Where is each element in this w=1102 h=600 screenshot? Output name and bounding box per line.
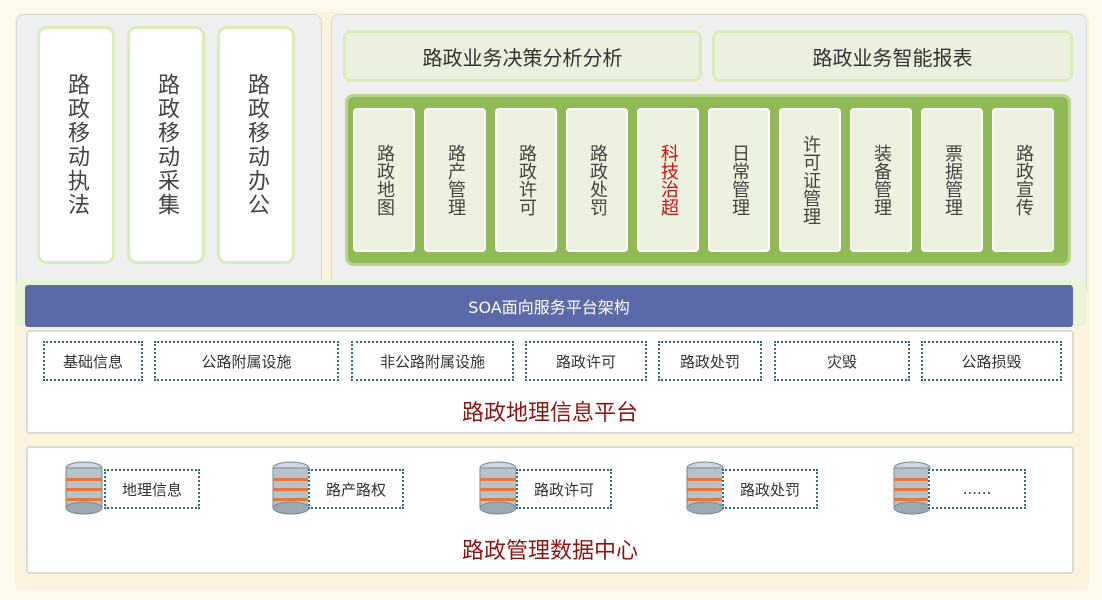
database-icon [686,461,724,515]
module-label: 路政许可 [516,144,537,216]
db-more[interactable]: ...... [928,469,1026,509]
mobile-card-label: 路政移动办公 [244,73,269,217]
gis-item-label: 非公路附属设施 [379,352,485,371]
data-center-title-text: 路政管理数据中心 [461,539,638,564]
db-label: 路政处罚 [739,480,800,499]
decision-analysis-bar[interactable]: 路政业务决策分析分析 [343,30,702,82]
decision-analysis-label: 路政业务决策分析分析 [422,45,623,70]
mobile-card-label: 路政移动执法 [64,73,89,217]
module-daily-management[interactable]: 日常管理 [708,108,770,252]
smart-report-bar[interactable]: 路政业务智能报表 [712,30,1073,82]
module-label: 装备管理 [871,144,892,216]
module-label: 日常管理 [729,144,750,216]
module-penalty[interactable]: 路政处罚 [566,108,628,252]
module-receipt-management[interactable]: 票据管理 [921,108,983,252]
module-road-map[interactable]: 路政地图 [353,108,415,252]
gis-item-non-road-facilities[interactable]: 非公路附属设施 [351,341,514,381]
module-equipment-management[interactable]: 装备管理 [850,108,912,252]
db-label: 路政许可 [533,480,594,499]
gis-item-disaster-damage[interactable]: 灾毁 [774,341,910,381]
db-label: 路产路权 [325,480,386,499]
database-icon [893,461,931,515]
gis-item-permit[interactable]: 路政许可 [525,341,647,381]
gis-item-road-facilities[interactable]: 公路附属设施 [154,341,339,381]
soa-bar[interactable]: SOA面向服务平台架构 [25,285,1073,327]
db-label: ...... [962,480,992,498]
db-penalty[interactable]: 路政处罚 [722,469,818,509]
gis-platform-title-text: 路政地理信息平台 [461,401,638,426]
module-label: 票据管理 [942,144,963,216]
db-permit[interactable]: 路政许可 [516,469,612,509]
gis-item-label: 基础信息 [62,352,123,371]
mobile-card-office[interactable]: 路政移动办公 [217,26,295,264]
module-label: 许可证管理 [800,135,821,225]
mobile-card-collection[interactable]: 路政移动采集 [127,26,205,264]
module-overload-control[interactable]: 科技治超 [637,108,699,252]
mobile-card-label: 路政移动采集 [154,73,179,217]
soa-label: SOA面向服务平台架构 [468,298,630,317]
gis-item-label: 路政处罚 [679,352,740,371]
database-icon [479,461,517,515]
gis-item-label: 灾毁 [826,352,857,371]
module-label: 科技治超 [658,144,679,216]
module-publicity[interactable]: 路政宣传 [992,108,1054,252]
gis-item-label: 路政许可 [555,352,616,371]
module-asset-management[interactable]: 路产管理 [424,108,486,252]
smart-report-label: 路政业务智能报表 [812,45,973,70]
db-road-assets[interactable]: 路产路权 [308,469,404,509]
gis-platform-title: 路政地理信息平台 [26,394,1074,428]
module-label: 路政地图 [374,144,395,216]
gis-item-label: 公路附属设施 [201,352,292,371]
module-label: 路政处罚 [587,144,608,216]
mobile-card-enforcement[interactable]: 路政移动执法 [37,26,115,264]
db-geo-info[interactable]: 地理信息 [104,469,200,509]
database-icon [272,461,310,515]
module-permit[interactable]: 路政许可 [495,108,557,252]
gis-item-label: 公路损毁 [961,352,1022,371]
gis-item-penalty[interactable]: 路政处罚 [658,341,762,381]
module-label: 路政宣传 [1013,144,1034,216]
module-label: 路产管理 [445,144,466,216]
db-label: 地理信息 [121,480,182,499]
gis-item-basic-info[interactable]: 基础信息 [43,341,143,381]
data-center-title: 路政管理数据中心 [26,532,1074,566]
module-license-management[interactable]: 许可证管理 [779,108,841,252]
database-icon [65,461,103,515]
gis-item-road-damage[interactable]: 公路损毁 [921,341,1062,381]
